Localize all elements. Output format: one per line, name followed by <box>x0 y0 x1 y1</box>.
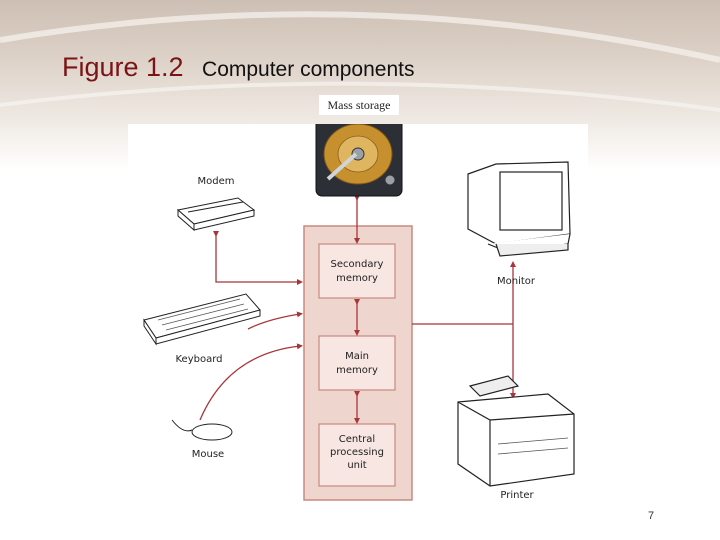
cpu-label-2: processing <box>330 447 384 458</box>
slide-title: Figure 1.2 Computer components <box>62 52 414 83</box>
mouse-icon <box>171 419 233 441</box>
header-arc-decoration <box>0 11 720 112</box>
secondary-memory-box <box>318 243 396 299</box>
monitor-icon <box>467 161 571 257</box>
monitor-label: Monitor <box>497 276 536 287</box>
cpu-label-3: unit <box>347 460 366 471</box>
keyboard-icon <box>143 293 261 346</box>
page-number: 7 <box>648 510 655 522</box>
main-memory-label-1: Main <box>345 351 369 362</box>
cpu-box <box>318 423 396 487</box>
mass-storage-label: Mass storage <box>319 95 399 115</box>
printer-label: Printer <box>500 490 534 501</box>
main-memory-label-2: memory <box>336 365 378 376</box>
mouse-label: Mouse <box>192 449 224 460</box>
modem-label: Modem <box>198 176 235 187</box>
keyboard-label: Keyboard <box>175 354 222 365</box>
connector-lines <box>199 195 516 424</box>
cpu-label-1: Central <box>339 434 375 445</box>
secondary-memory-label-2: memory <box>336 273 378 284</box>
printer-icon <box>457 375 575 487</box>
modem-icon <box>176 197 256 232</box>
hard-drive-icon <box>315 115 403 197</box>
main-memory-box <box>318 335 396 391</box>
secondary-memory-label-1: Secondary <box>331 259 384 270</box>
computer-components-diagram: Secondary memory Main memory Central pro… <box>128 115 588 512</box>
figure-number: Figure 1.2 <box>62 52 184 82</box>
figure-caption: Computer components <box>202 58 415 81</box>
